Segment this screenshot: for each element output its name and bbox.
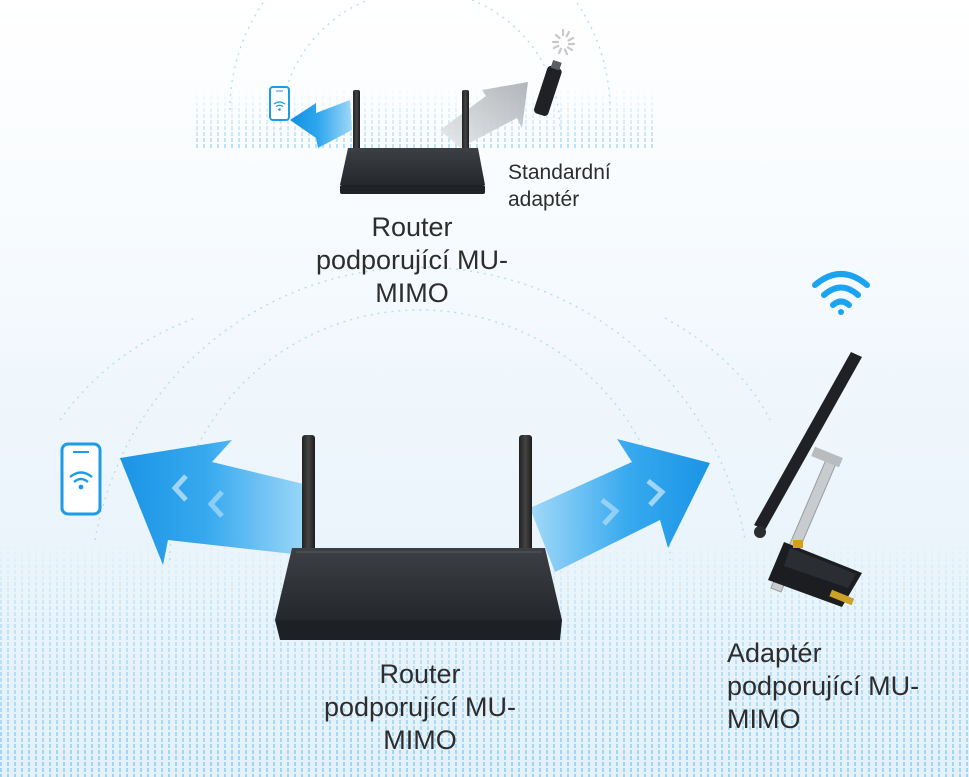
mu-adapter-label: Adaptér podporující MU- MIMO bbox=[727, 637, 967, 736]
main-router-label-line-3: MIMO bbox=[383, 724, 457, 755]
standard-adapter-label-line-1: Standardní bbox=[508, 161, 611, 184]
main-router-label: Router podporující MU- MIMO bbox=[300, 658, 540, 757]
standard-adapter-label-line-2: adaptér bbox=[508, 188, 580, 212]
top-router-label-line-2: podporující MU- bbox=[315, 244, 509, 275]
mu-adapter-label-line-3: MIMO bbox=[727, 703, 801, 734]
main-router-icon bbox=[275, 435, 562, 640]
usb-adapter-icon bbox=[534, 60, 562, 116]
mu-adapter-label-line-1: Adaptér bbox=[727, 638, 822, 668]
mu-adapter-label-line-2: podporující MU- bbox=[727, 670, 920, 701]
standard-adapter-label: Standardní adaptér bbox=[508, 159, 638, 214]
pcie-adapter-icon bbox=[754, 352, 862, 607]
top-phone-icon bbox=[269, 86, 290, 121]
phone-icon bbox=[60, 442, 102, 516]
wifi-signal-icon bbox=[812, 271, 870, 315]
signal-arcs bbox=[59, 0, 771, 561]
main-right-blue-arrow bbox=[530, 439, 710, 572]
main-router-label-line-1: Router bbox=[379, 659, 461, 689]
loading-spinner-icon bbox=[551, 28, 576, 56]
top-router-label-line-1: Router bbox=[371, 212, 453, 242]
main-left-blue-arrow bbox=[120, 440, 312, 565]
top-router-label: Router podporující MU- MIMO bbox=[292, 211, 532, 310]
top-router-icon bbox=[340, 90, 485, 194]
top-blue-arrow bbox=[290, 100, 352, 148]
main-router-label-line-2: podporující MU- bbox=[323, 691, 517, 722]
top-router-label-line-3: MIMO bbox=[375, 277, 449, 308]
